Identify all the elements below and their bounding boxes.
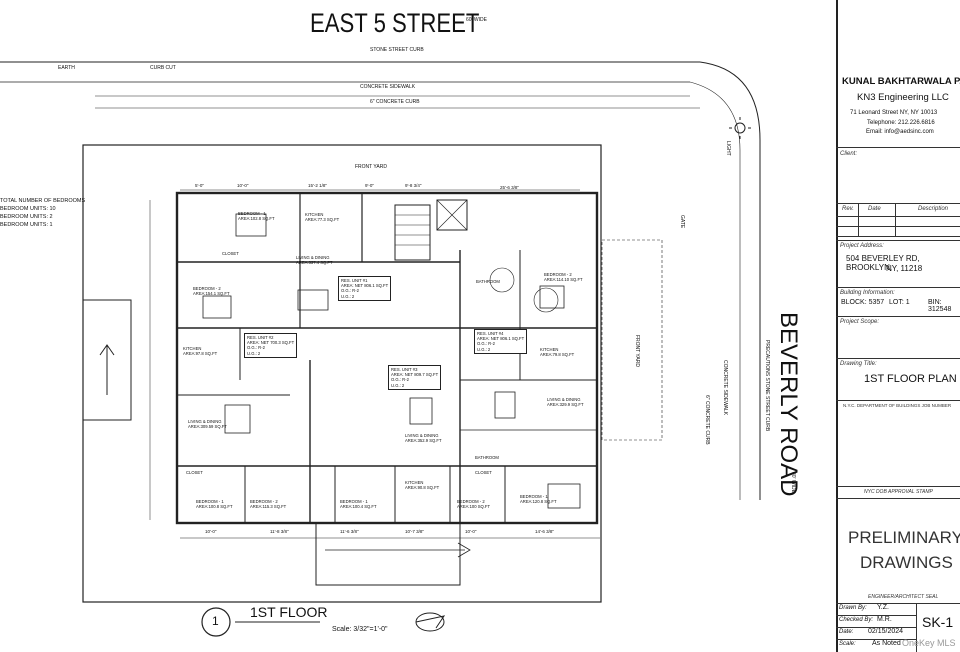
date-header: Date bbox=[868, 206, 881, 212]
dimension-top: 9'-8 3/4" bbox=[405, 183, 422, 188]
date-label: Date: bbox=[839, 629, 854, 635]
project-address-label: Project Address: bbox=[840, 243, 884, 249]
front-yard-right-label: FRONT YARD bbox=[634, 335, 640, 367]
drawn-by-value: Y.Z. bbox=[877, 604, 889, 611]
project-address-line2: NY, 11218 bbox=[886, 264, 923, 273]
light-label: LIGHT bbox=[725, 141, 731, 156]
preliminary-label: PRELIMINARY bbox=[848, 528, 960, 547]
bedroom-summary-row: BEDROOM UNITS: 1 bbox=[0, 222, 53, 228]
project-scope-label: Project Scope: bbox=[840, 319, 880, 325]
company-address: 71 Leonard Street NY, NY 10013 bbox=[850, 110, 938, 116]
floor-label-title: 1ST FLOOR bbox=[250, 604, 328, 620]
earth-label: EARTH bbox=[58, 65, 75, 71]
seal-label: ENGINEER/ARCHITECT SEAL bbox=[868, 594, 939, 600]
drawing-title-label: Drawing Title: bbox=[840, 361, 877, 367]
bedroom-summary: TOTAL NUMBER OF BEDROOMS BEDROOM UNITS: … bbox=[0, 197, 85, 229]
curb-cut-label: CURB CUT bbox=[150, 65, 176, 71]
street-right-label: BEVERLY ROAD bbox=[775, 312, 802, 497]
lot-number: LOT: 1 bbox=[889, 299, 910, 306]
floor-plan-svg bbox=[0, 61, 761, 637]
dimension-bottom: 10'-0" bbox=[205, 529, 217, 534]
room-label: CLOSET bbox=[186, 470, 203, 475]
bin-number: BIN: 312548 bbox=[928, 299, 952, 313]
floor-label-scale: Scale: 3/32"=1'-0" bbox=[332, 626, 388, 633]
street-top-width: 60' WIDE bbox=[466, 17, 487, 23]
building-info-label: Building Information: bbox=[840, 290, 895, 296]
street-top-label: EAST 5 STREET bbox=[310, 8, 480, 38]
bedroom-summary-row: BEDROOM UNITS: 2 bbox=[0, 214, 53, 220]
client-label: Client: bbox=[840, 151, 858, 157]
front-yard-label: FRONT YARD bbox=[355, 164, 387, 170]
dob-approval-stamp-label: NYC DOB APPROVAL STAMP bbox=[864, 489, 933, 495]
dimension-bottom: 11'-6 3/8" bbox=[340, 529, 359, 534]
dimension-top: 25'-6 3/8" bbox=[500, 185, 519, 190]
watermark: OneKey MLS bbox=[902, 638, 956, 648]
dimension-top: 9'-0" bbox=[365, 183, 374, 188]
bedroom-summary-title: TOTAL NUMBER OF BEDROOMS bbox=[0, 198, 86, 204]
floor-label-number: 1 bbox=[212, 614, 219, 628]
sheet-number: SK-1 bbox=[922, 614, 954, 630]
dimension-top: 10'-0" bbox=[237, 183, 249, 188]
checked-by-label: Checked By: bbox=[839, 617, 874, 623]
drawn-by-label: Drawn By: bbox=[839, 605, 867, 611]
block-number: BLOCK: 5357 bbox=[841, 299, 885, 306]
dimension-bottom: 11'-8 3/8" bbox=[270, 529, 289, 534]
checked-by-value: M.R. bbox=[877, 616, 892, 623]
drawing-title: 1ST FLOOR PLAN bbox=[864, 373, 957, 385]
street-right-width: 80' WIDE bbox=[790, 472, 796, 493]
dimension-bottom: 10'-7 3/8" bbox=[405, 529, 424, 534]
drawings-label: DRAWINGS bbox=[860, 553, 953, 572]
date-value: 02/15/2024 bbox=[868, 628, 904, 635]
scale-value: As Noted bbox=[872, 640, 901, 647]
description-header: Description bbox=[918, 206, 949, 212]
floor-label-circle bbox=[201, 607, 231, 637]
room-label: CLOSET bbox=[475, 470, 492, 475]
dimension-bottom: 10'-0" bbox=[465, 529, 477, 534]
right-curb-note: PRECAUTIONS STONE STREET CURB bbox=[764, 340, 770, 432]
right-concrete-curb-label: 6" CONCRETE CURB bbox=[704, 395, 710, 445]
room-label: BATHROOM bbox=[476, 279, 500, 284]
company-email: Email: info@aedsinc.com bbox=[866, 129, 934, 135]
bedroom-summary-row: BEDROOM UNITS: 10 bbox=[0, 206, 56, 212]
company-name: KN3 Engineering LLC bbox=[857, 92, 949, 103]
gate-label: GATE bbox=[679, 215, 685, 229]
concrete-curb-label: 6" CONCRETE CURB bbox=[370, 99, 420, 105]
room-label: BATHROOM bbox=[475, 455, 499, 460]
room-label: CLOSET bbox=[222, 251, 239, 256]
right-sidewalk-label: CONCRETE SIDEWALK bbox=[722, 360, 728, 416]
dimension-top: 15'-2 1/8" bbox=[308, 183, 327, 188]
concrete-sidewalk-label: CONCRETE SIDEWALK bbox=[360, 84, 416, 90]
dob-job-number-label: N.Y.C. DEPARTMENT OF BUILDINGS JOB NUMBE… bbox=[843, 403, 952, 408]
engineer-name: KUNAL BAKHTARWALA P.E bbox=[842, 76, 960, 87]
company-telephone: Telephone: 212.226.6816 bbox=[867, 120, 935, 126]
title-block bbox=[836, 0, 960, 652]
scale-label: Scale: bbox=[839, 641, 856, 647]
dimension-bottom: 14'-6 3/8" bbox=[535, 529, 554, 534]
rev-header: Rev. bbox=[842, 206, 854, 212]
dimension-top: 5'-0" bbox=[195, 183, 204, 188]
curb-line-label: STONE STREET CURB bbox=[370, 47, 424, 53]
project-address-line1: 504 BEVERLEY RD, BROOKLYN, bbox=[846, 254, 920, 272]
